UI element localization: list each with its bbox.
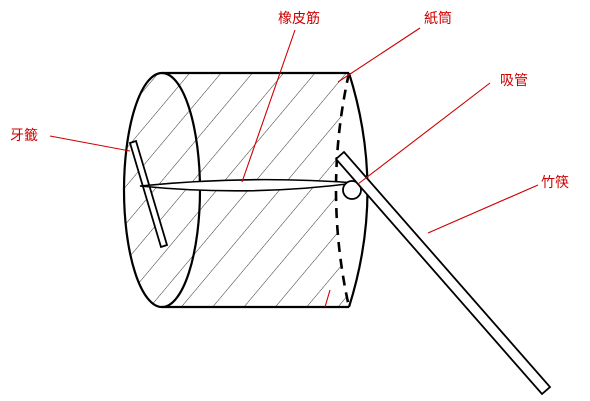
label-rubber-band: 橡皮筋 bbox=[278, 11, 320, 27]
leader-lines bbox=[49, 27, 539, 308]
leader-paper-tube bbox=[337, 27, 421, 83]
label-straw: 吸管 bbox=[500, 73, 528, 89]
label-paper-tube: 紙筒 bbox=[424, 11, 452, 27]
toothpick bbox=[128, 139, 169, 249]
label-toothpick: 牙籤 bbox=[10, 128, 38, 144]
leader-hidden-arc bbox=[324, 289, 331, 308]
label-chopstick: 竹筷 bbox=[541, 175, 569, 191]
straw bbox=[342, 180, 362, 200]
tube-right-end-hidden bbox=[334, 72, 351, 308]
leader-toothpick bbox=[49, 135, 131, 152]
leader-chopstick bbox=[427, 184, 539, 234]
chopstick bbox=[334, 150, 552, 396]
leader-rubber-band bbox=[241, 29, 296, 183]
leader-straw bbox=[357, 82, 491, 185]
